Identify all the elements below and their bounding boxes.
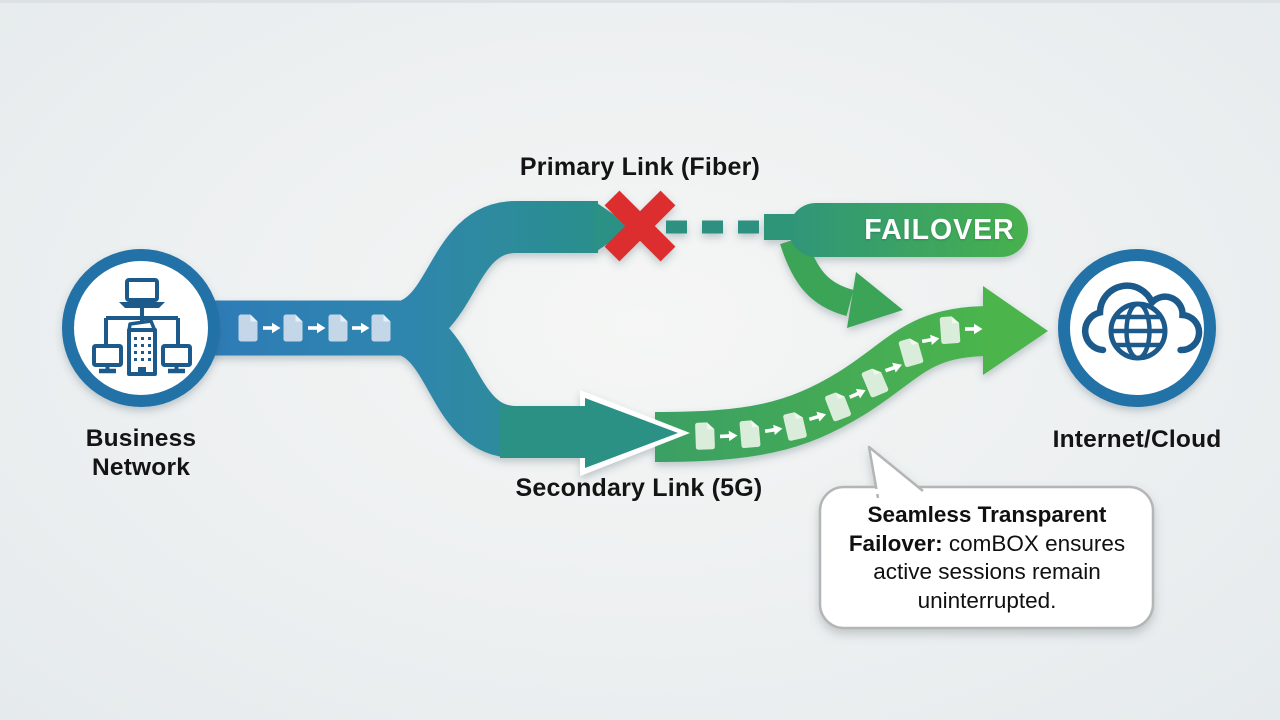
primary-link-label: Primary Link (Fiber)	[519, 153, 761, 181]
green-arrow-head-icon	[983, 286, 1048, 375]
failover-badge	[789, 203, 1028, 257]
internet-cloud-label: Internet/Cloud	[1052, 426, 1222, 453]
callout-bubble-body	[818, 485, 1155, 630]
business-network-icon	[92, 278, 192, 376]
callout-bubble	[818, 445, 1155, 630]
badge-connector-stub	[764, 214, 794, 240]
business-network-label: Business Network	[85, 425, 197, 481]
callout-bubble-tail	[867, 445, 924, 499]
callout-text: Seamless Transparent Failover: comBOX en…	[836, 501, 1138, 615]
secondary-link-label: Secondary Link (5G)	[515, 474, 763, 502]
internet-cloud-node	[1058, 249, 1216, 407]
callout-bubble-tail-join	[874, 489, 918, 494]
primary-link-break-end	[594, 201, 632, 253]
failover-badge-label: FAILOVER	[864, 213, 1015, 246]
failover-curved-arrow-head	[847, 272, 903, 328]
failover-data-path	[654, 306, 991, 462]
secondary-arrow-head-icon	[585, 398, 678, 468]
business-network-node	[62, 249, 220, 407]
cloud-globe-icon	[1081, 282, 1203, 361]
failover-curved-arrow-icon	[780, 235, 854, 317]
network-pipes	[210, 190, 1048, 476]
callout-text-rest: comBOX ensures active sessions remain un…	[873, 530, 1126, 613]
x-mark-icon	[604, 190, 676, 262]
callout-text-bold: Seamless Transparent Failover:	[848, 502, 1107, 556]
